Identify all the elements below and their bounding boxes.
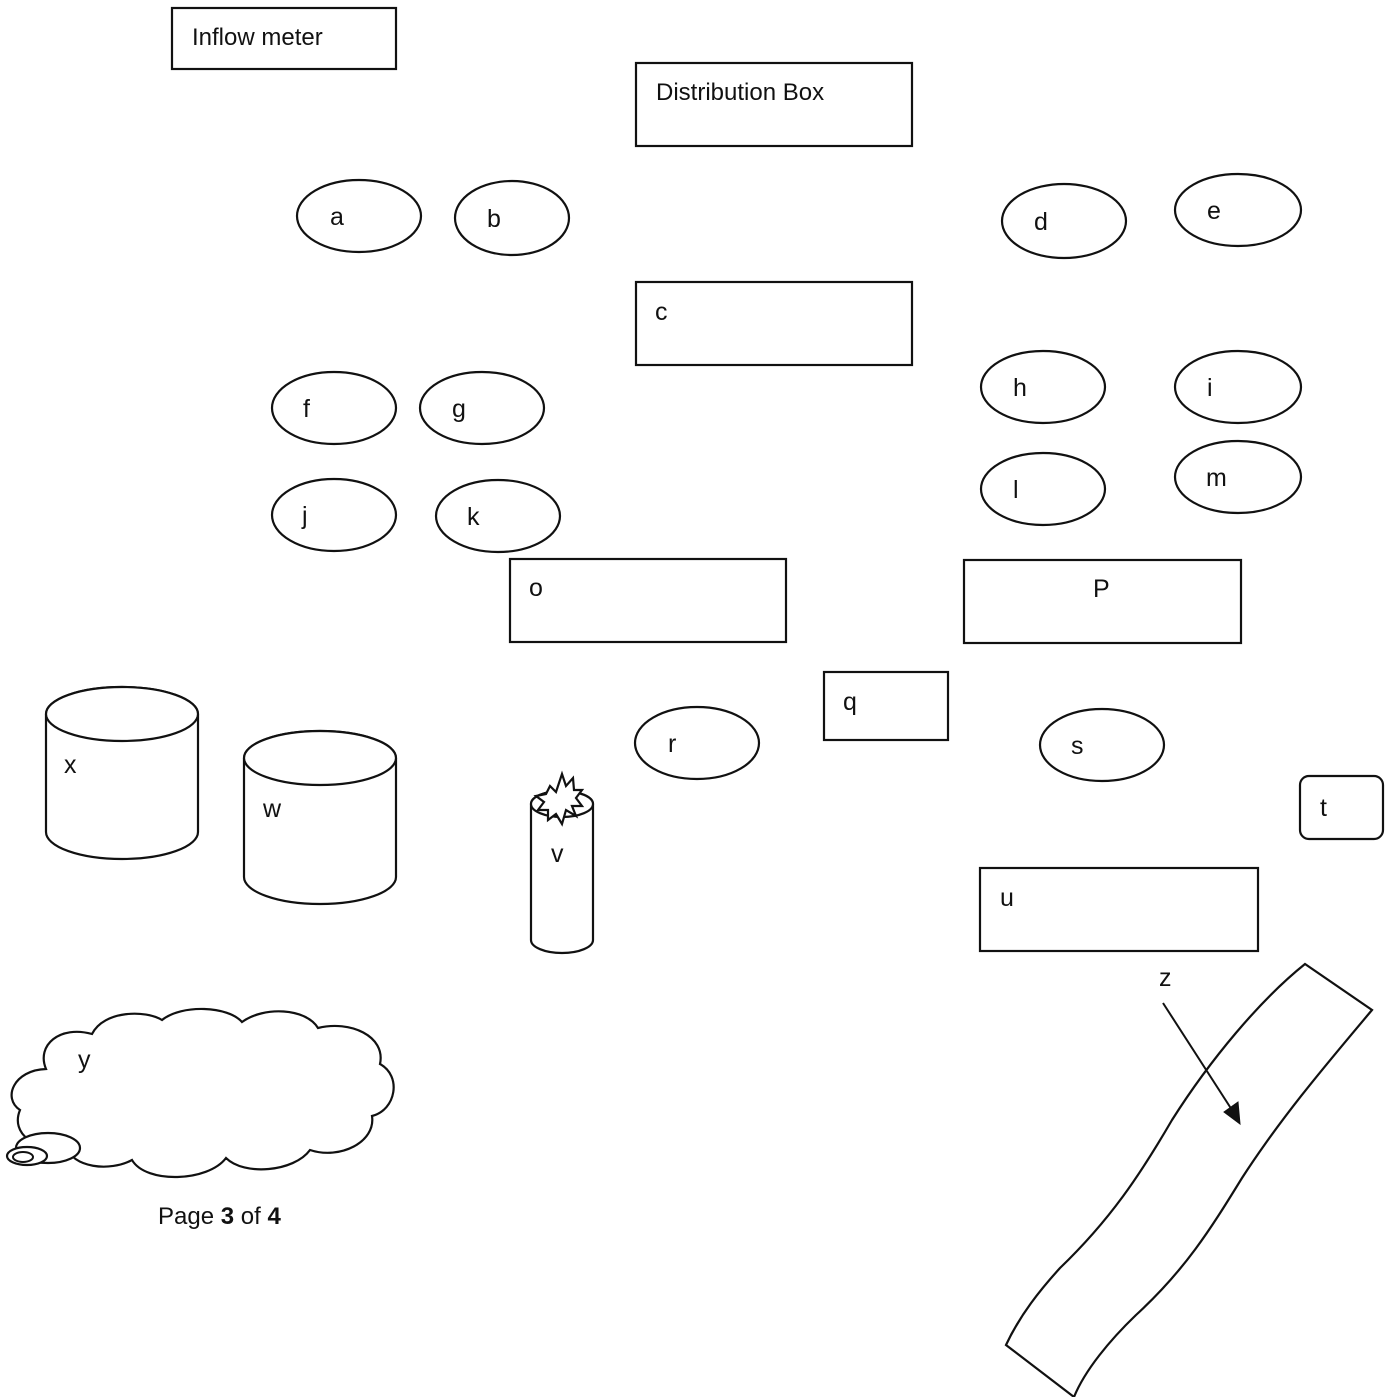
cloud-y: y [5, 1007, 395, 1179]
arrowhead-icon [1223, 1101, 1241, 1126]
oval-i-label: i [1207, 374, 1213, 402]
inflow-meter-box: Inflow meter [170, 6, 398, 71]
distribution-box-label: Distribution Box [656, 79, 824, 106]
oval-e-label: e [1207, 197, 1221, 225]
oval-l-label: l [1013, 476, 1019, 504]
footer-total-pages: 4 [267, 1203, 281, 1230]
oval-j-label: j [301, 502, 308, 530]
oval-m: m [1173, 439, 1303, 515]
box-u-label: u [1000, 884, 1014, 912]
oval-h: h [979, 349, 1107, 425]
oval-e: e [1173, 172, 1303, 248]
box-q-label: q [843, 688, 857, 716]
cylinder-x: x [44, 685, 200, 861]
oval-m-label: m [1206, 464, 1227, 492]
box-p: P [962, 558, 1243, 645]
oval-f: f [270, 370, 398, 446]
arrow-line [1162, 1002, 1233, 1111]
oval-l: l [979, 451, 1107, 527]
oval-i: i [1173, 349, 1303, 425]
footer-page-word: Page [158, 1203, 221, 1230]
box-q: q [822, 670, 950, 742]
box-c-label: c [655, 298, 668, 326]
oval-h-label: h [1013, 374, 1027, 402]
oval-b: b [453, 179, 571, 257]
oval-a: a [295, 178, 423, 254]
oval-r-label: r [668, 730, 676, 758]
inflow-meter-label: Inflow meter [192, 24, 323, 51]
box-o: o [508, 557, 788, 644]
oval-b-label: b [487, 205, 501, 233]
oval-s: s [1038, 707, 1166, 783]
box-c: c [634, 280, 914, 367]
oval-k: k [434, 478, 562, 554]
oval-a-label: a [330, 203, 344, 231]
strip-z-label: z [1159, 964, 1172, 992]
cylinder-w: w [242, 729, 398, 906]
strip-z: z [1004, 962, 1374, 1397]
footer-of-word: of [234, 1203, 268, 1230]
oval-d: d [1000, 182, 1128, 260]
box-t-label: t [1320, 794, 1327, 822]
oval-s-label: s [1071, 732, 1084, 760]
cylinder-x-label: x [64, 751, 77, 779]
cylinder-v-label: v [551, 840, 564, 868]
box-u: u [978, 866, 1260, 953]
burst-icon [533, 770, 585, 827]
cylinder-w-label: w [262, 795, 282, 823]
footer-current-page: 3 [220, 1203, 235, 1230]
oval-g: g [418, 370, 546, 446]
oval-r: r [633, 705, 761, 781]
cylinder-v: v [529, 770, 595, 955]
oval-j: j [270, 477, 398, 553]
box-o-label: o [529, 574, 543, 602]
distribution-box: Distribution Box [634, 61, 914, 148]
box-p-label: P [1093, 575, 1110, 603]
page-footer: Page 3 of 4 [158, 1203, 281, 1231]
oval-f-label: f [303, 395, 310, 423]
cloud-y-label: y [78, 1046, 91, 1074]
oval-d-label: d [1034, 208, 1048, 236]
box-t: t [1298, 774, 1385, 841]
oval-g-label: g [452, 395, 466, 423]
oval-k-label: k [467, 503, 480, 531]
